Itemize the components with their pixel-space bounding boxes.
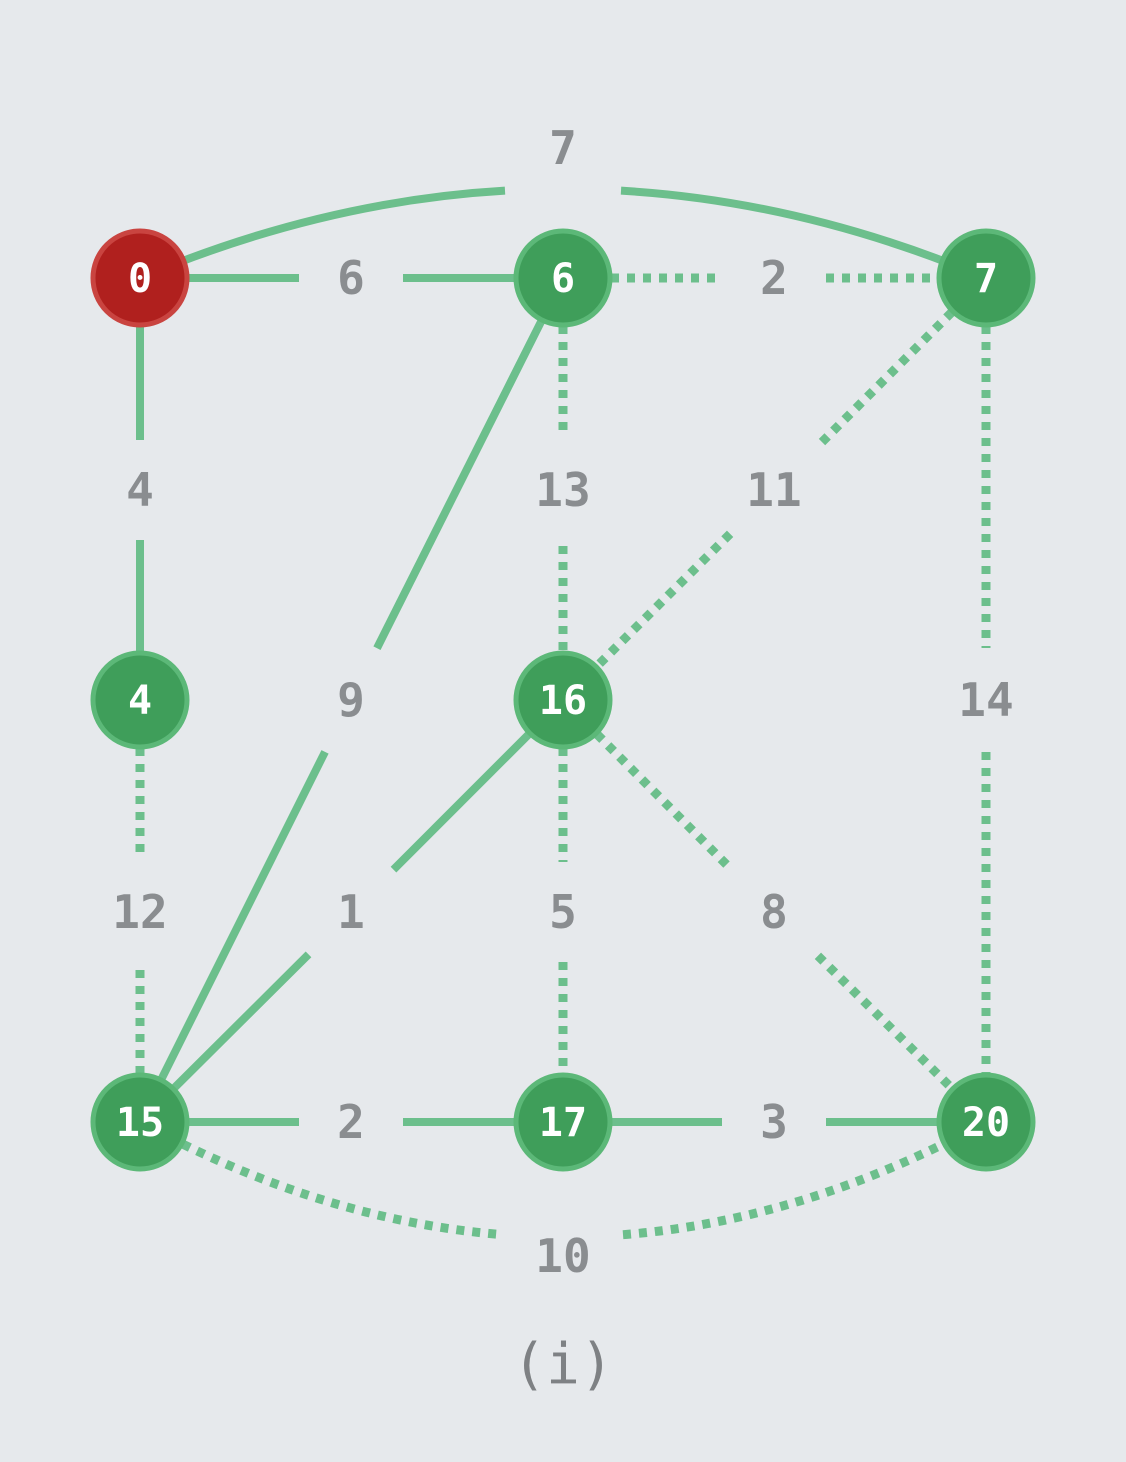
edge-weight-label: 2 [337,1095,365,1149]
edge-weight-label: 2 [760,251,788,305]
graph-node: 20 [936,1072,1036,1172]
edge-weight-label: 6 [337,251,365,305]
node-label: 20 [962,1100,1010,1146]
graph-node: 15 [90,1072,190,1172]
graph-node: 6 [513,228,613,328]
node-label: 17 [539,1100,587,1146]
edge-weight-label: 12 [112,885,167,939]
graph-node: 7 [936,228,1036,328]
edge-weight-label: 4 [126,463,154,517]
edge-segment [373,276,567,650]
edge-segment [620,186,988,282]
edge-weight-label: 3 [760,1095,788,1149]
node-circle [90,228,190,328]
node-label: 15 [116,1100,164,1146]
edge-weight-label: 9 [337,673,365,727]
edge-weight-label: 7 [549,121,577,175]
edge-segment [137,1118,504,1240]
edge-n6a-n15 [136,276,567,1124]
edge-n15-n20 [137,1118,989,1240]
edge-weight-label: 13 [535,463,590,517]
graph-node: 4 [90,650,190,750]
node-circle [513,228,613,328]
edge-segment [138,186,506,282]
edge-weight-label: 11 [746,463,801,517]
edge-weight-label: 1 [337,885,365,939]
node-label: 0 [128,256,152,302]
node-circle [513,1072,613,1172]
node-circle [936,1072,1036,1172]
node-circle [513,650,613,750]
node-circle [90,1072,190,1172]
edge-segment [136,750,329,1124]
node-label: 7 [974,256,998,302]
edge-weight-label: 5 [549,885,577,939]
node-circle [90,650,190,750]
edge-weight-label: 8 [760,885,788,939]
edge-segment [622,1118,989,1240]
graph-node: 17 [513,1072,613,1172]
node-label: 6 [551,256,575,302]
node-label: 16 [539,678,587,724]
edge-weight-label: 10 [535,1229,590,1283]
edge-weight-label: 14 [958,673,1013,727]
node-circle [936,228,1036,328]
source-node: 0 [90,228,190,328]
graph-node: 16 [513,650,613,750]
edge-n0-n7a [138,186,988,282]
figure-caption: (i) [512,1332,613,1397]
node-label: 4 [128,678,152,724]
